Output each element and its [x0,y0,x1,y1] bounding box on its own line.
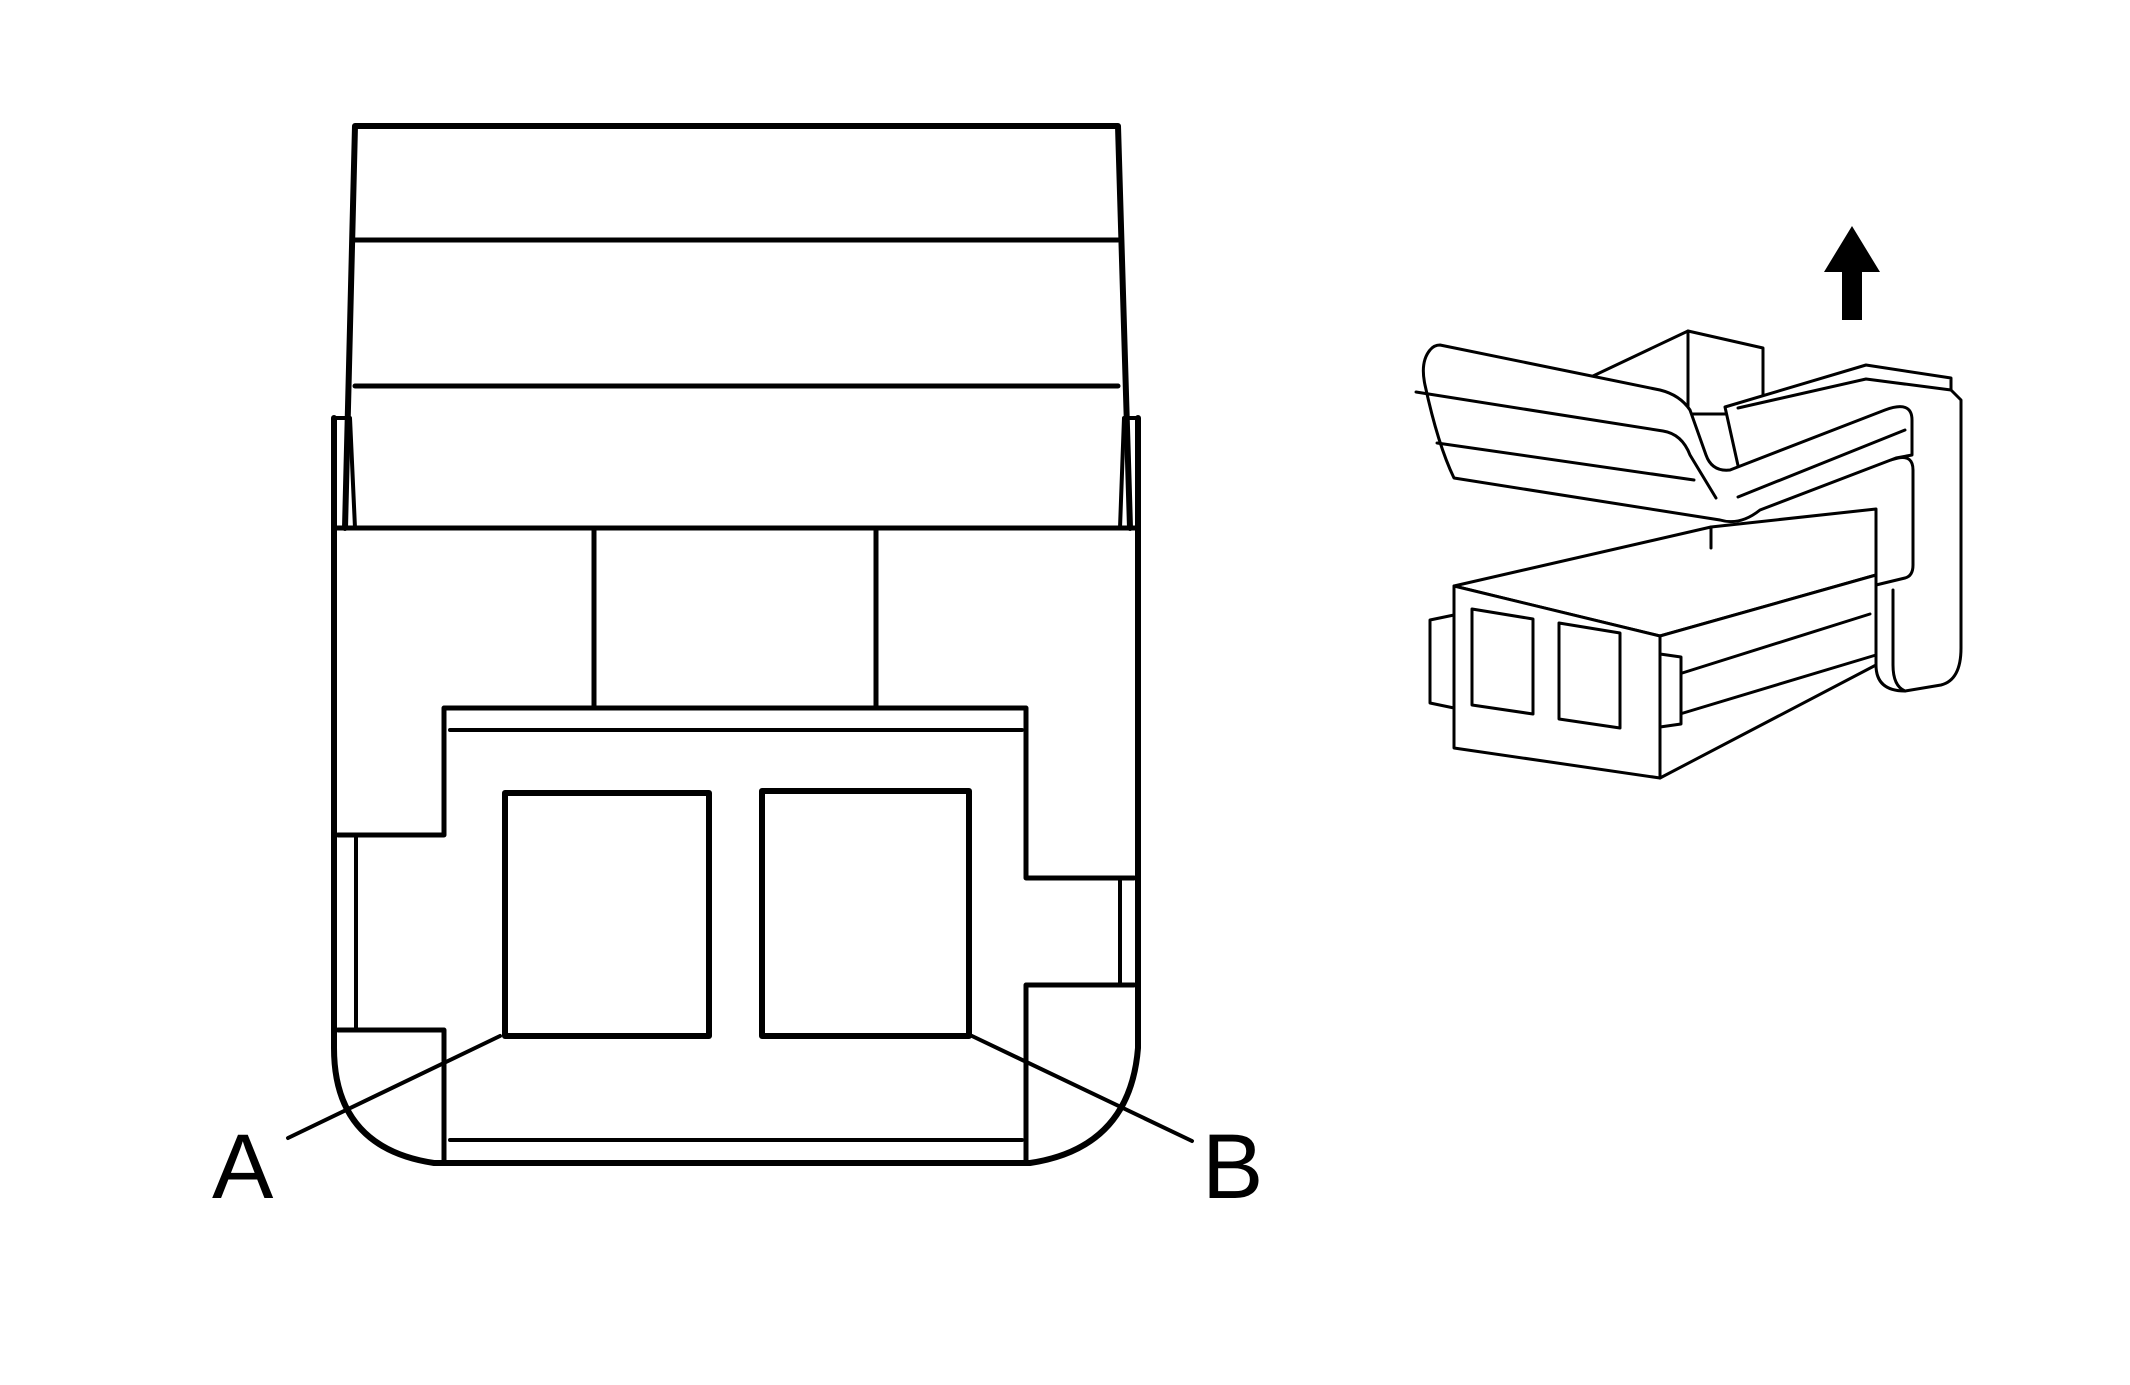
pin-label-a: A [212,1116,274,1218]
connector-isometric-view [1414,226,1963,780]
terminal-cavity-b [759,788,972,1039]
latch-stack-outline [342,123,1133,531]
inner-face-lower-right [1023,982,1137,1166]
front-cavity-a [1470,607,1535,716]
latch-lever-ridge-3 [1736,428,1907,499]
pin-label-b: B [1202,1116,1263,1218]
connector-body-step [1658,612,1878,722]
front-cavity-b [1557,621,1622,730]
inner-face-outline [335,705,1137,881]
latch-frame-inner-edge [1891,588,1907,693]
arrow-up-icon [1824,226,1880,320]
latch-lever-ridge [1414,390,1718,500]
latch-lever-ridge-2 [1435,441,1696,482]
connector-housing-outline [331,415,1141,1166]
leader-line-a [286,1034,502,1140]
leader-line-b [970,1034,1194,1143]
inner-face-lower-left [335,1027,447,1166]
latch-frame-top-edge [1736,377,1953,410]
connector-end-view: A B [212,123,1263,1218]
terminal-cavity-a [502,790,712,1039]
